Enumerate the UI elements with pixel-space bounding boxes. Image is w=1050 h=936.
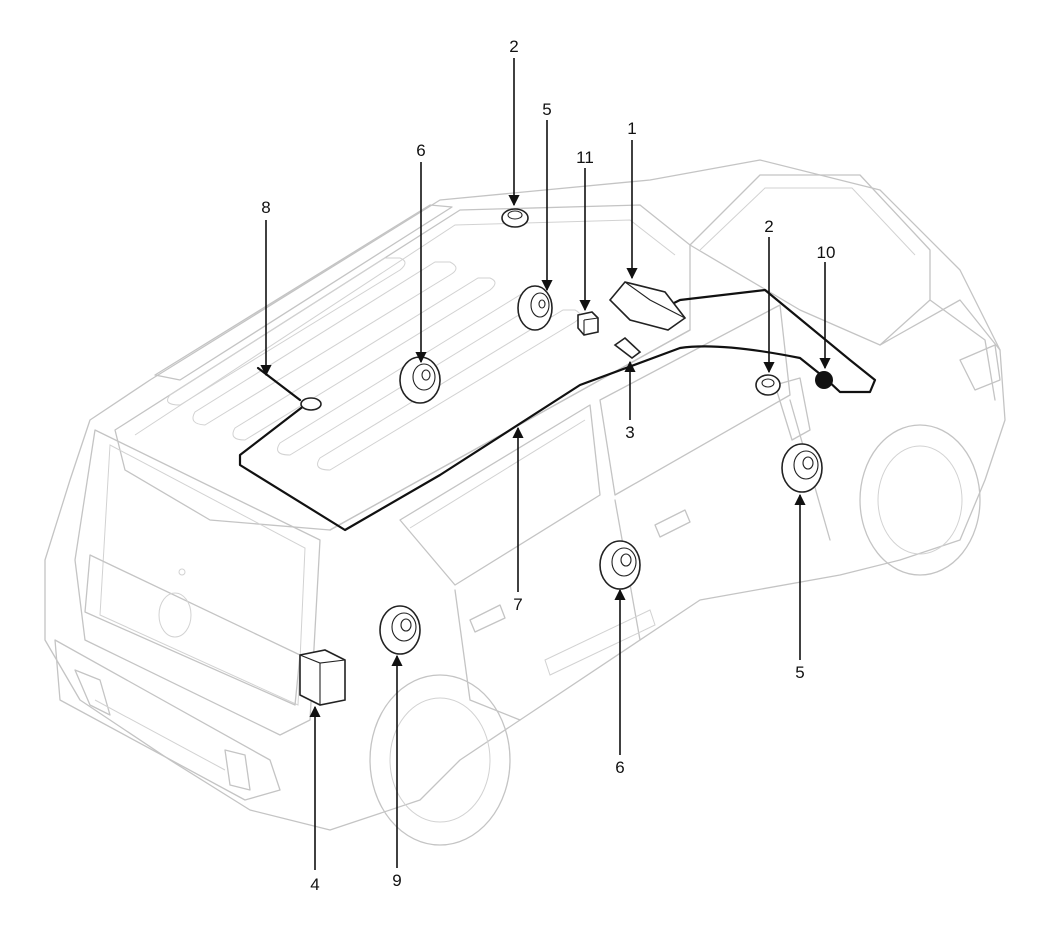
callout-6-door: 6 bbox=[615, 758, 624, 777]
front-speaker-right bbox=[781, 443, 823, 493]
callout-5-roof: 5 bbox=[542, 100, 551, 119]
callout-10: 10 bbox=[817, 243, 836, 262]
aux-jack bbox=[613, 336, 642, 360]
callout-1: 1 bbox=[627, 119, 636, 138]
front-speaker-left bbox=[517, 285, 553, 331]
rear-speaker-left bbox=[399, 356, 441, 404]
head-unit bbox=[608, 281, 687, 331]
callout-labels: 1 2 2 3 4 5 5 6 6 7 8 9 10 11 bbox=[261, 37, 835, 894]
callout-9: 9 bbox=[392, 871, 401, 890]
rear-speaker-right bbox=[599, 540, 641, 590]
tweeter-front-left bbox=[501, 208, 529, 228]
roof-antenna bbox=[300, 397, 322, 411]
external-amplifier bbox=[299, 649, 346, 706]
callout-3: 3 bbox=[625, 423, 634, 442]
shark-antenna-lead bbox=[256, 366, 302, 402]
callout-2-top: 2 bbox=[509, 37, 518, 56]
tweeter-front-right bbox=[755, 374, 781, 396]
bluetooth-module bbox=[577, 311, 599, 336]
subwoofer bbox=[379, 605, 421, 655]
callout-11: 11 bbox=[576, 148, 594, 167]
callout-4: 4 bbox=[310, 875, 319, 894]
callout-8: 8 bbox=[261, 198, 270, 217]
callout-7: 7 bbox=[513, 595, 522, 614]
wiring bbox=[238, 288, 877, 532]
vehicle-outline bbox=[44, 159, 1006, 846]
callout-5-door: 5 bbox=[795, 663, 804, 682]
leader-lines bbox=[260, 58, 831, 870]
callout-2-right: 2 bbox=[764, 217, 773, 236]
callout-6-roof: 6 bbox=[416, 141, 425, 160]
antenna-cable bbox=[238, 288, 877, 532]
microphone bbox=[815, 371, 833, 389]
components bbox=[299, 208, 833, 706]
